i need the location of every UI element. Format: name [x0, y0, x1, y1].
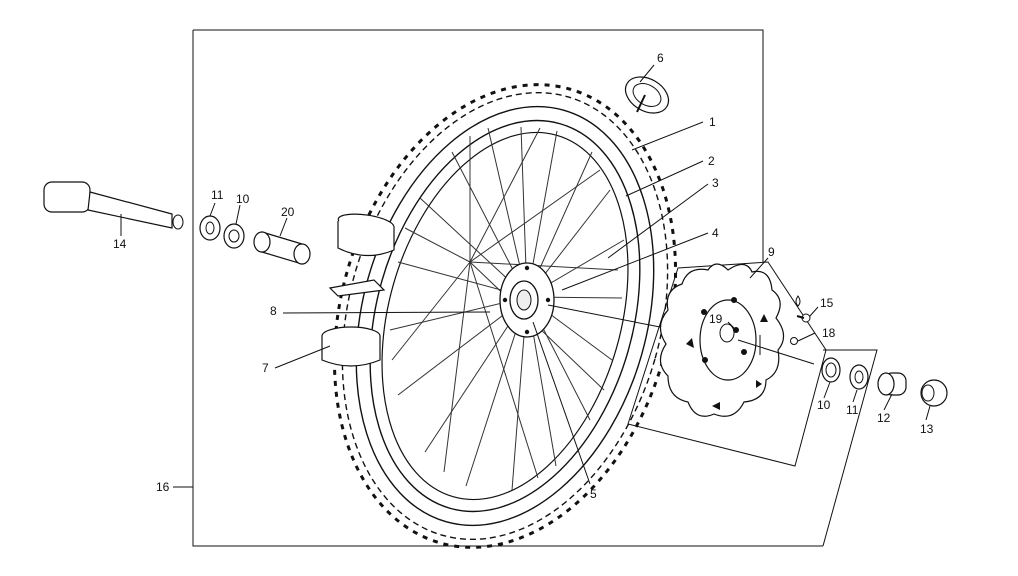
seal-left: [199, 215, 221, 241]
spacer-subframe: [822, 349, 878, 547]
spacer-left: [253, 231, 311, 265]
callout-13: 13: [920, 422, 934, 436]
callout-16: 16: [156, 480, 170, 494]
seal-right: [849, 364, 869, 390]
rim: [369, 119, 641, 513]
callout-10-left: 10: [236, 192, 250, 206]
assembly-frame: [192, 29, 823, 547]
wheel-axle: [43, 181, 184, 230]
callout-14: 14: [113, 237, 127, 251]
callout-19: 19: [709, 312, 723, 326]
callout-7: 7: [262, 361, 269, 375]
callout-20: 20: [281, 205, 295, 219]
callout-3: 3: [712, 176, 719, 190]
leader-lines: [120, 64, 931, 485]
callout-11-right: 11: [846, 403, 859, 417]
callout-18: 18: [822, 326, 836, 340]
inner-tube: [328, 279, 386, 297]
brake-disc: [659, 263, 785, 417]
callout-4: 4: [712, 226, 719, 240]
callout-2: 2: [708, 154, 715, 168]
valve-cap: [624, 76, 670, 114]
callout-12: 12: [877, 411, 891, 425]
callout-6: 6: [657, 51, 664, 65]
callout-5: 5: [590, 487, 597, 501]
washer: [790, 337, 798, 345]
callout-11-left: 11: [211, 188, 224, 202]
callout-8: 8: [270, 304, 277, 318]
callout-15: 15: [820, 296, 834, 310]
rim-strip: [321, 326, 381, 367]
brake-disc-subframe: [627, 261, 827, 467]
callout-10-right: 10: [817, 398, 831, 412]
disc-screw: [795, 295, 811, 323]
rim-band: [337, 213, 395, 257]
axle-nut: [920, 379, 948, 407]
callout-9: 9: [768, 245, 775, 259]
spacer-right: [877, 372, 907, 396]
bearing-left: [223, 223, 245, 249]
bearing-right: [821, 357, 841, 383]
disc-nut: [733, 327, 739, 333]
hub: [499, 262, 555, 338]
callout-1: 1: [709, 115, 716, 129]
